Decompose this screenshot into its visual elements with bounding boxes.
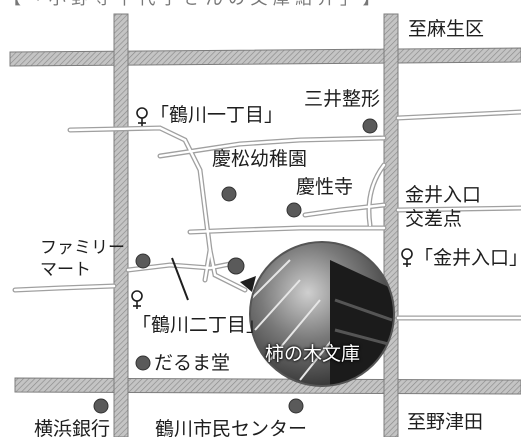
photo-pointer	[240, 276, 256, 292]
label-family-1: ファミリー	[40, 238, 125, 258]
landmark-dot-icon	[93, 398, 109, 414]
road-right-vertical	[383, 13, 399, 437]
label-kanai-stop: 「金井入口」	[414, 247, 521, 269]
landmark-dot-icon	[135, 355, 151, 371]
label-mitsui: 三井整形	[304, 88, 381, 110]
bus-stop-icon	[401, 248, 413, 267]
label-kanai-cross-1: 金井入口	[405, 184, 482, 206]
crossing-mark	[171, 257, 189, 301]
label-kanai-cross-2: 交差点	[405, 208, 463, 230]
label-civic-center: 鶴川市民センター	[155, 418, 308, 440]
landmark-dot-icon	[135, 253, 151, 269]
road-bottom-horizontal	[14, 377, 521, 395]
top-cutoff-text: 【 「 小 野 寺 千 代 子 さ ん の 文 庫 紹 介 」 】	[4, 0, 379, 8]
label-family-2: マート	[40, 260, 91, 280]
landmark-dot-icon	[227, 257, 245, 275]
label-keishoji: 慶性寺	[296, 176, 354, 198]
label-tsurukawa2-stop: 「鶴川二丁目」	[132, 314, 266, 336]
label-daruma: だるま堂	[154, 352, 231, 374]
bus-stop-icon	[136, 107, 148, 126]
landmark-dot-icon	[362, 118, 378, 134]
bus-stop-icon	[131, 290, 143, 309]
label-nozuta: 至野津田	[407, 411, 484, 433]
label-asao: 至麻生区	[408, 18, 485, 40]
label-keimatsu: 慶松幼稚園	[212, 148, 308, 170]
landmark-dot-icon	[286, 202, 302, 218]
road-left-vertical	[113, 13, 129, 437]
road-top-horizontal	[9, 47, 521, 67]
label-yokohama-bank: 横浜銀行	[34, 418, 111, 440]
landmark-dot-icon	[221, 186, 237, 202]
landmark-dot-icon	[288, 398, 304, 414]
label-tsurukawa1-stop: 「鶴川一丁目」	[150, 104, 284, 126]
label-kakinoki-bunko: 柿の木文庫	[265, 343, 361, 365]
